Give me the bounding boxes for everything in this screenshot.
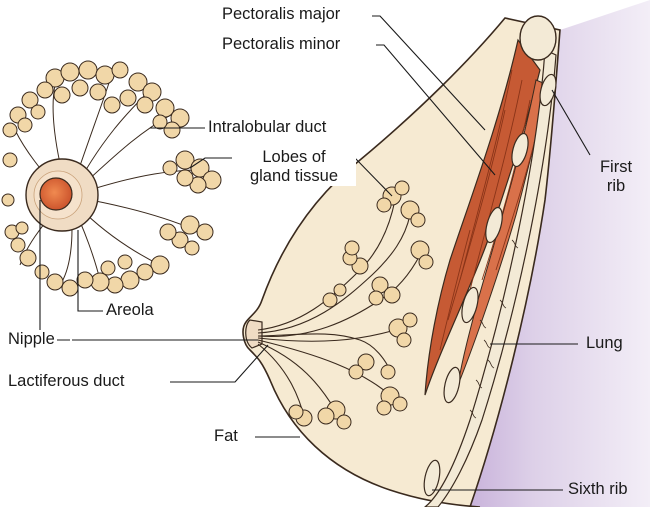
label-lactiferous-duct: Lactiferous duct (6, 372, 127, 391)
label-lobes-line1: Lobes of (262, 148, 326, 166)
label-first-rib: First rib (588, 158, 644, 196)
label-pectoralis-major: Pectoralis major (220, 5, 343, 24)
lung-markings (469, 239, 519, 419)
label-pectoralis-minor: Pectoralis minor (220, 35, 343, 54)
rib-4 (461, 286, 479, 324)
lactiferous-ducts (257, 199, 421, 421)
rib-5 (443, 366, 461, 404)
rib-3 (485, 206, 503, 244)
label-lobes-line2: gland tissue (249, 167, 339, 185)
label-first-rib-line1: First (599, 158, 633, 176)
first-rib-bone (539, 73, 557, 107)
label-lung: Lung (586, 334, 623, 352)
lung-region (470, 0, 650, 507)
label-fat: Fat (214, 427, 238, 445)
clavicle (519, 15, 557, 61)
label-intralobular-duct: Intralobular duct (206, 118, 329, 137)
breast-lobules (288, 180, 434, 430)
sixth-rib-bone (423, 459, 441, 497)
label-areola: Areola (104, 301, 156, 320)
breast-nipple (245, 319, 263, 349)
label-nipple: Nipple (6, 330, 57, 349)
ribs (423, 73, 557, 497)
label-first-rib-line2: rib (606, 177, 626, 195)
frontal-lobules (1, 60, 222, 297)
label-sixth-rib: Sixth rib (568, 480, 628, 498)
label-lobes-of-gland-tissue: Lobes of gland tissue (232, 148, 356, 186)
frontal-nipple (39, 177, 73, 211)
rib-2 (511, 132, 529, 168)
